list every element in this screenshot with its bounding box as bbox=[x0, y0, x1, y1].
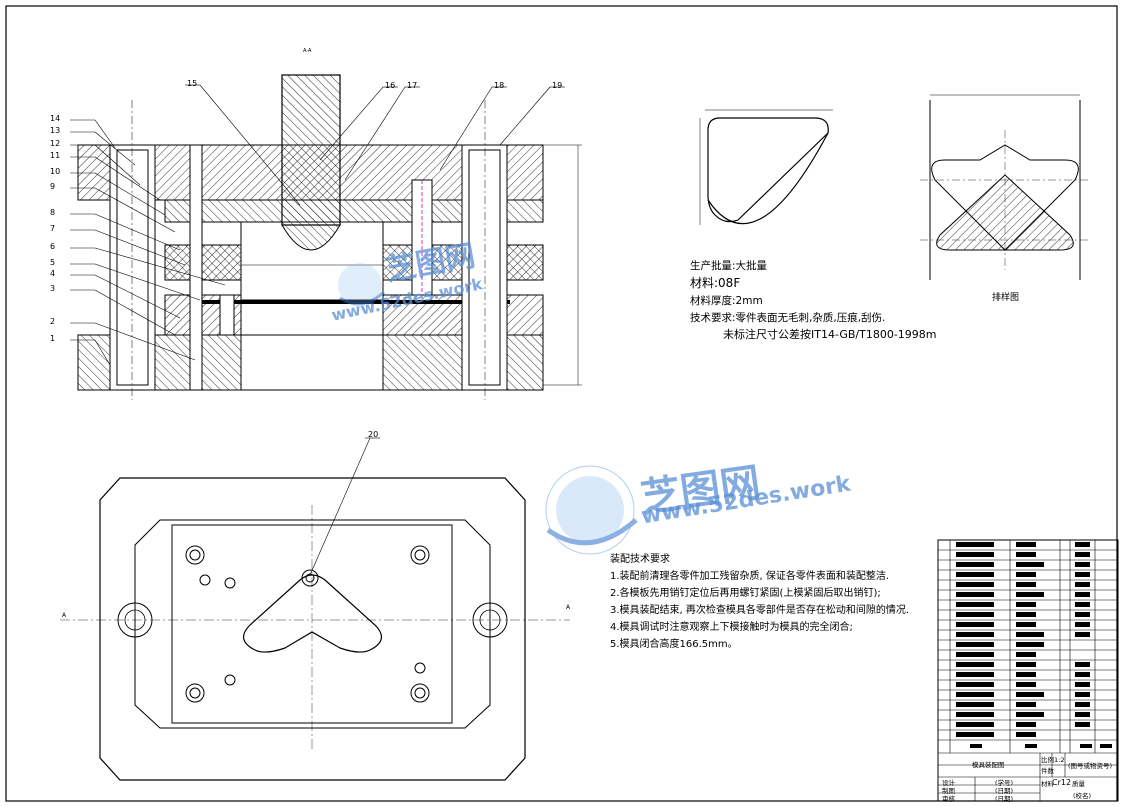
part-label-19: 19 bbox=[552, 81, 563, 90]
bom-rows bbox=[938, 549, 1118, 754]
part-label-3: 3 bbox=[50, 284, 56, 293]
part-label-6: 6 bbox=[50, 242, 56, 251]
part-label-20: 20 bbox=[368, 430, 379, 439]
assembly-req-item-4: 4.模具调试时注意观察上下模接触时为模具的完全闭合; bbox=[610, 622, 853, 633]
part-label-15: 15 bbox=[187, 79, 198, 88]
strip-layout bbox=[920, 94, 1090, 280]
part-label-16: 16 bbox=[385, 81, 396, 90]
watermark-logo bbox=[338, 263, 638, 555]
part-label-12: 12 bbox=[50, 139, 61, 148]
part-label-1: 1 bbox=[50, 334, 56, 343]
tb-material-label: 材料 bbox=[1041, 780, 1054, 788]
tb-drafter-label: 制图 bbox=[942, 787, 955, 795]
tb-drafter-value: (日期) bbox=[995, 787, 1014, 795]
part-info-tolerance: 未标注尺寸公差按IT14-GB/T1800-1998m bbox=[723, 328, 937, 341]
assembly-req-item-3: 3.模具装配结束, 再次检查模具各零部件是否存在松动和间隙的情况. bbox=[610, 605, 910, 616]
tb-scale-value: 1:2 bbox=[1054, 756, 1065, 764]
tb-reviewer-label: 审核 bbox=[942, 795, 955, 803]
part-info-tech-req: 技术要求:零件表面无毛刺,杂质,压痕,刮伤. bbox=[690, 312, 886, 324]
part-info-material: 材料:08F bbox=[690, 276, 741, 290]
tb-material-value: Cr12 bbox=[1052, 778, 1072, 787]
tb-school: (校名) bbox=[1073, 792, 1092, 800]
tb-qty-label: 件数 bbox=[1041, 767, 1054, 775]
tb-weight-label: 质量 bbox=[1072, 780, 1085, 788]
front-section-view bbox=[77, 74, 582, 400]
part-label-7: 7 bbox=[50, 224, 56, 233]
leader-lines bbox=[70, 84, 565, 576]
part-label-9: 9 bbox=[50, 182, 56, 191]
section-mark-top: A-A bbox=[303, 48, 312, 54]
part-drawing bbox=[699, 109, 833, 225]
assembly-req-item-2: 2.各模板先用销钉定位后再用螺钉紧固(上模紧固后取出销钉); bbox=[610, 588, 881, 599]
assembly-req-item-5: 5.模具闭合高度166.5mm。 bbox=[610, 639, 738, 650]
tb-drawing-name: 模具装配图 bbox=[972, 761, 1005, 769]
part-info-thickness: 材料厚度:2mm bbox=[690, 295, 763, 307]
tb-designer-label: 设计 bbox=[942, 779, 955, 787]
drawing-border bbox=[5, 5, 1118, 802]
layout-caption: 排样图 bbox=[992, 293, 1020, 303]
tb-drawing-no: (图号或物资号) bbox=[1068, 762, 1113, 770]
part-label-10: 10 bbox=[50, 167, 61, 176]
tb-designer-value: (学号) bbox=[995, 779, 1014, 787]
top-view bbox=[60, 477, 570, 781]
part-label-11: 11 bbox=[50, 151, 61, 160]
part-info-batch: 生产批量:大批量 bbox=[690, 260, 768, 272]
part-label-18: 18 bbox=[494, 81, 505, 90]
assembly-req-item-1: 1.装配前清理各零件加工残留杂质, 保证各零件表面和装配整洁. bbox=[610, 571, 890, 582]
part-label-5: 5 bbox=[50, 258, 56, 267]
section-mark-left: A bbox=[62, 612, 67, 619]
tb-scale-label: 比例 bbox=[1041, 756, 1054, 764]
part-label-2: 2 bbox=[50, 317, 56, 326]
part-label-8: 8 bbox=[50, 208, 56, 217]
part-label-13: 13 bbox=[50, 126, 61, 135]
section-mark-right: A bbox=[566, 604, 571, 611]
part-label-17: 17 bbox=[407, 81, 418, 90]
tb-reviewer-value: (日期) bbox=[995, 795, 1014, 803]
assembly-req-title: 装配技术要求 bbox=[610, 554, 670, 565]
part-label-14: 14 bbox=[50, 114, 61, 123]
title-block bbox=[937, 539, 1119, 802]
part-label-4: 4 bbox=[50, 269, 56, 278]
